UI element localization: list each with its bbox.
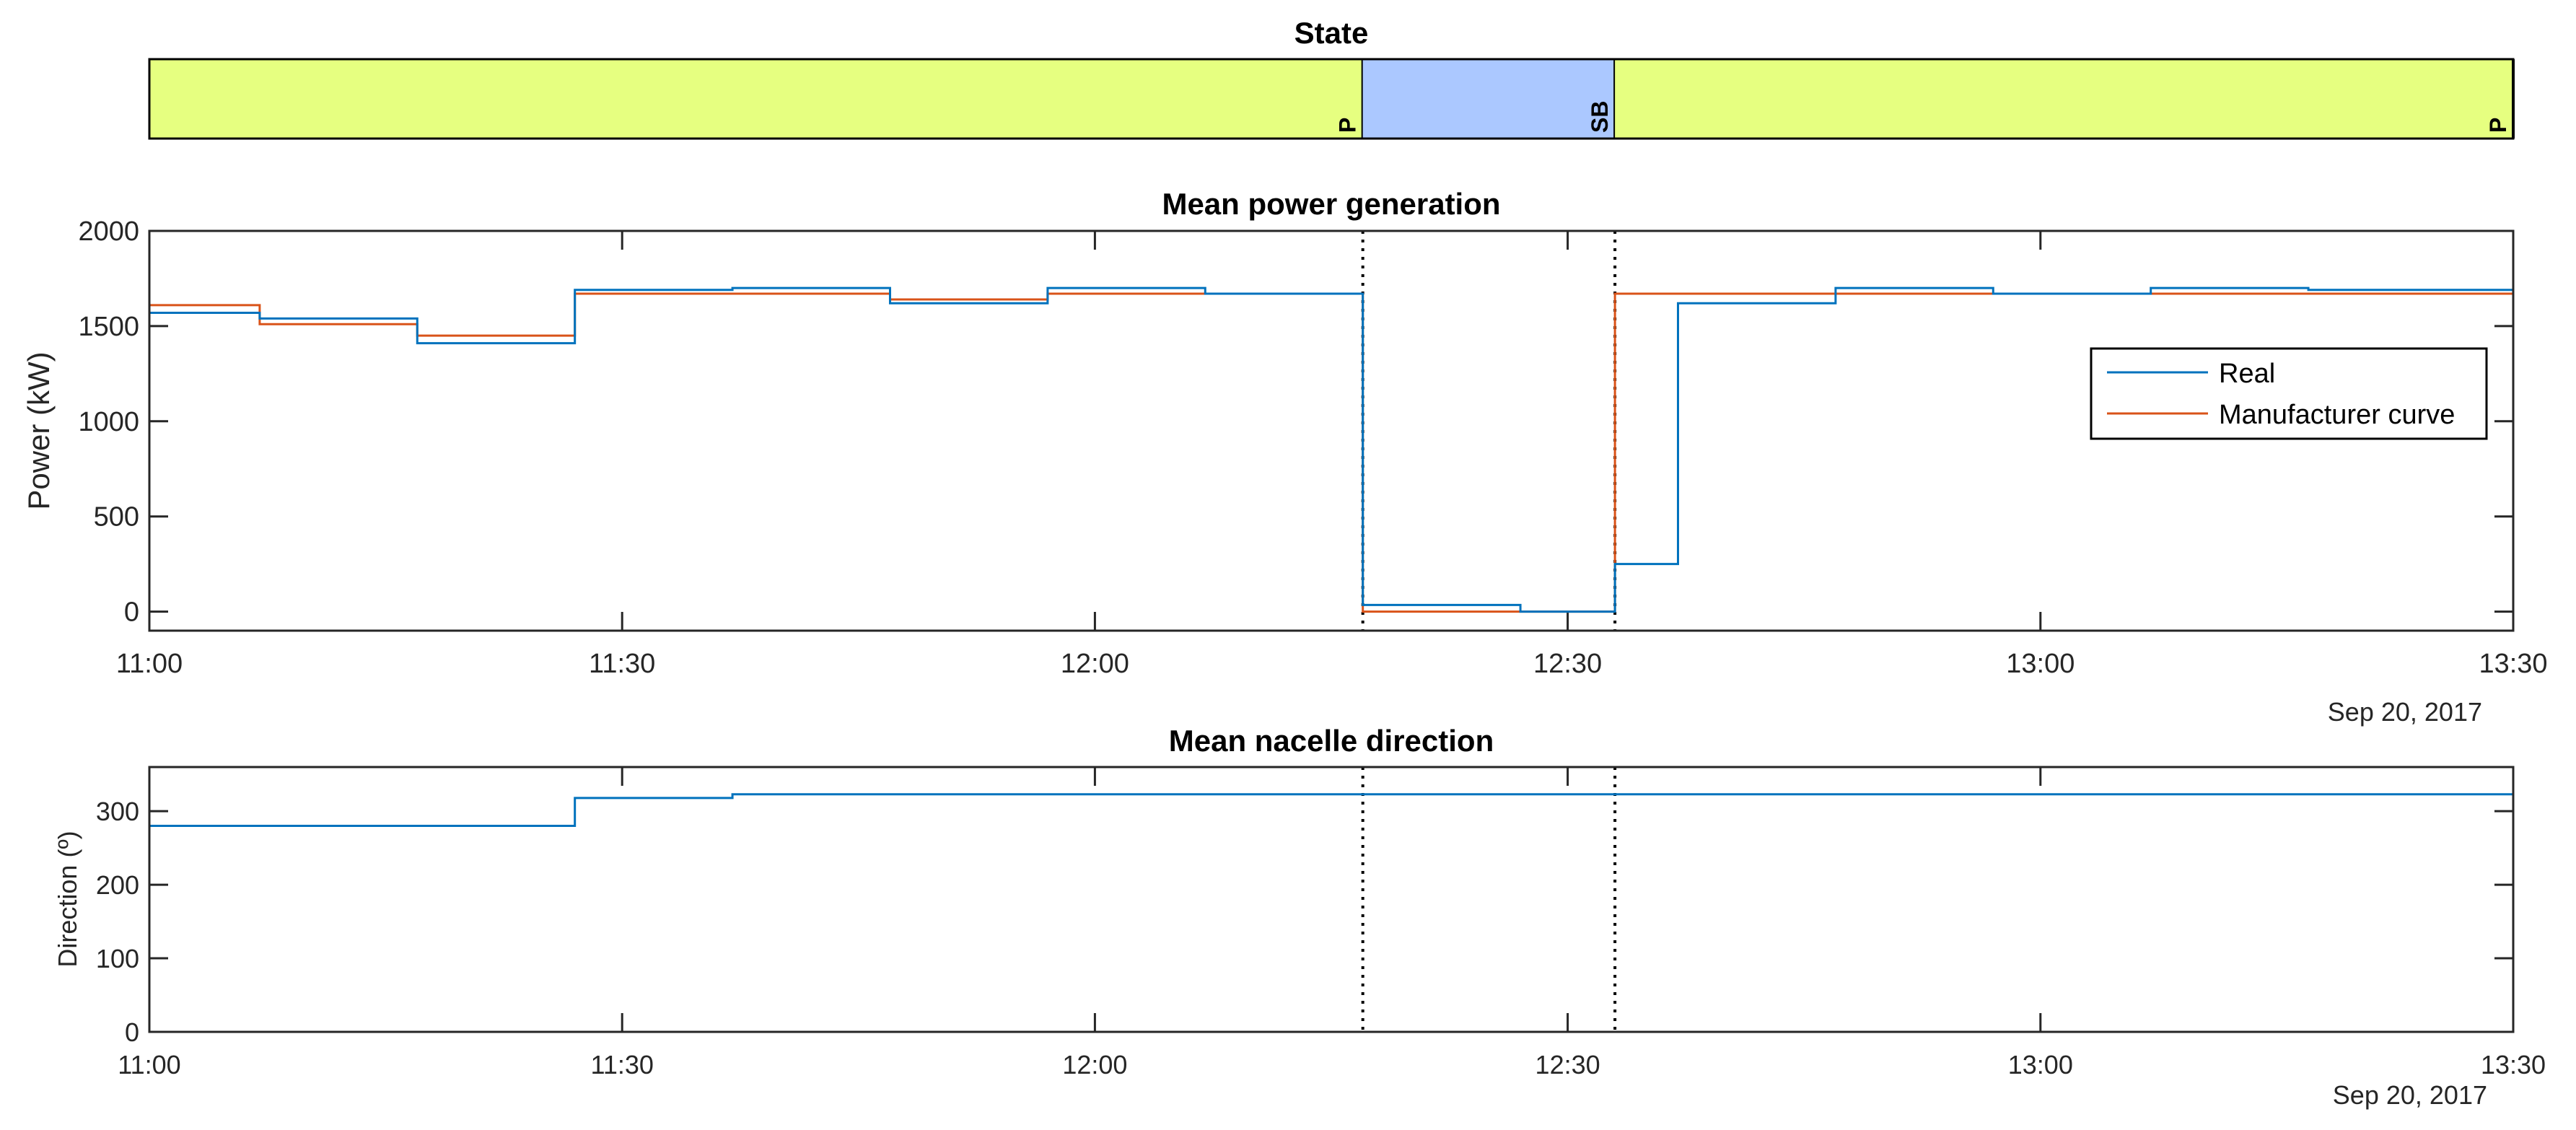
power-frame — [148, 229, 2515, 632]
state-segment — [1615, 59, 2513, 139]
state-segments: P SB P — [149, 59, 2515, 139]
state-label: P — [2485, 118, 2511, 133]
power-ylabel: Power (kW) — [22, 351, 56, 509]
state-panel: State P SB P — [148, 16, 2515, 140]
y-tick-label: 1500 — [78, 312, 139, 342]
state-segment — [1362, 59, 1616, 139]
x-tick-label: 11:30 — [589, 649, 655, 679]
state-title: State — [1294, 16, 1369, 50]
y-tick-label: 100 — [96, 944, 139, 973]
power-panel: Mean power generation 0 500 1000 1500 2000 11… — [22, 187, 2548, 727]
y-tick-label: 200 — [96, 870, 139, 900]
x-tick-label: 12:30 — [1535, 1050, 1600, 1079]
x-tick-label: 11:00 — [116, 649, 183, 679]
state-label: SB — [1587, 101, 1613, 133]
direction-series — [149, 793, 2513, 828]
x-tick-label: 13:00 — [2008, 1050, 2073, 1079]
state-label: P — [1335, 118, 1361, 133]
state-segment — [149, 59, 1363, 139]
x-tick-label: 13:00 — [2006, 649, 2075, 679]
x-tick-label: 12:30 — [1533, 649, 1602, 679]
series-line — [149, 793, 2513, 828]
x-tick-label: 11:00 — [118, 1050, 180, 1079]
direction-vlines — [1361, 767, 1617, 1032]
x-tick-label: 13:30 — [2479, 649, 2547, 679]
legend-label-manufacturer: Manufacturer curve — [2219, 400, 2455, 430]
power-legend: Real Manufacturer curve — [2090, 347, 2488, 440]
state-frame — [148, 58, 2515, 140]
x-tick-label: 13:30 — [2481, 1050, 2546, 1079]
x-tick-label: 11:30 — [590, 1050, 653, 1079]
x-tick-label: 12:00 — [1061, 649, 1129, 679]
power-title: Mean power generation — [1162, 187, 1500, 221]
legend-label-real: Real — [2219, 359, 2275, 389]
y-tick-label: 0 — [125, 1017, 139, 1047]
x-tick-label: 12:00 — [1062, 1050, 1127, 1079]
y-tick-label: 2000 — [78, 216, 139, 247]
y-tick-label: 1000 — [78, 407, 139, 437]
legend-box — [2090, 347, 2488, 440]
power-series — [149, 286, 2513, 613]
y-tick-label: 0 — [124, 597, 139, 628]
direction-frame — [148, 766, 2515, 1033]
direction-ylabel: Direction (º) — [53, 831, 82, 967]
series-line — [149, 286, 2513, 613]
direction-date-label: Sep 20, 2017 — [2333, 1080, 2487, 1110]
direction-title: Mean nacelle direction — [1169, 724, 1494, 758]
power-date-label: Sep 20, 2017 — [2328, 697, 2482, 727]
direction-panel: Mean nacelle direction 0 100 200 300 11:00 11… — [53, 724, 2546, 1110]
y-tick-label: 500 — [94, 502, 139, 533]
y-tick-label: 300 — [96, 797, 139, 826]
